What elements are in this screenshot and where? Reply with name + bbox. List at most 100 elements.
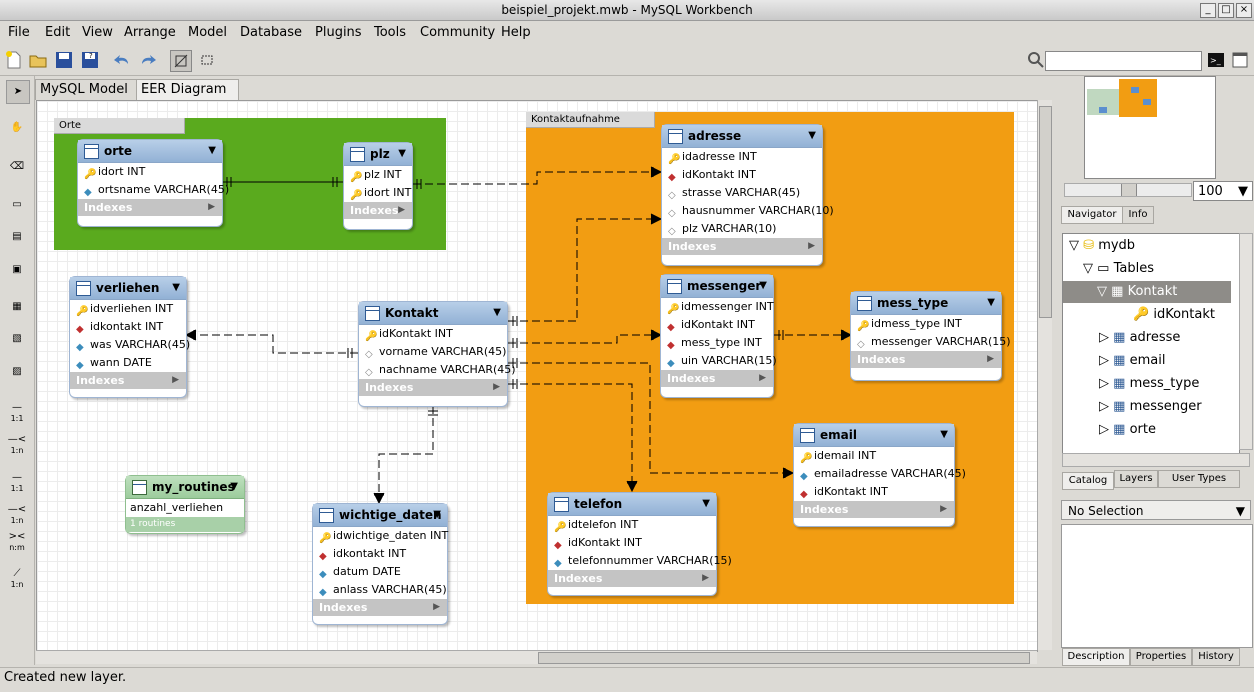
horizontal-scrollbar[interactable] [36,650,1037,664]
tree-node-adresse[interactable]: ▷ ▦ adresse [1099,330,1181,345]
table-email[interactable]: email▼ 🔑idemail INT ◆emailadresse VARCHA… [793,423,966,527]
column-row[interactable]: 🔑idwichtige_daten INT [313,527,448,545]
table-header[interactable]: verliehen▼ [70,277,186,300]
column-row[interactable]: ◆uin VARCHAR(15) [661,352,777,370]
column-row[interactable]: 🔑plz INT [344,166,412,184]
maximize-button[interactable]: □ [1218,3,1234,18]
tab-navigator[interactable]: Navigator [1061,206,1123,224]
column-row[interactable]: ◆wann DATE [70,354,186,372]
tree-node-mess-type[interactable]: ▷ ▦ mess_type [1099,376,1200,391]
column-row[interactable]: ◆mess_type INT [661,334,773,352]
tree-horizontal-scrollbar[interactable] [1062,453,1250,467]
output-panel-icon[interactable] [1230,50,1250,70]
indexes-section[interactable]: Indexes▶ [344,202,412,219]
menu-file[interactable]: File [8,25,30,40]
tab-user-types[interactable]: User Types [1158,470,1240,488]
diagram-canvas[interactable]: Orte Kontaktaufnahme [36,100,1038,652]
column-row[interactable]: ◆idKontakt INT [548,534,716,552]
table-header[interactable]: plz▼ [344,143,412,166]
menu-help[interactable]: Help [501,25,531,40]
redo-icon[interactable] [138,50,158,70]
column-row[interactable]: 🔑idemail INT [794,447,954,465]
column-row[interactable]: ◆idkontakt INT [70,318,186,336]
save-icon[interactable] [54,50,74,70]
column-row[interactable]: 🔑idmessenger INT [661,298,774,316]
open-folder-icon[interactable] [28,50,48,70]
column-row[interactable]: ◆idKontakt INT [661,316,773,334]
routine-group-my-routines[interactable]: my_routines▼ anzahl_verliehen 1 routines [125,475,245,534]
table-header[interactable]: adresse▼ [662,125,822,148]
collapse-arrow-icon[interactable]: ▼ [230,481,238,492]
note-tool-icon[interactable]: ▤ [12,231,22,242]
tab-mysql-model[interactable]: MySQL Model × [35,79,141,117]
align-grid-icon[interactable] [197,50,217,70]
collapse-arrow-icon[interactable]: ▼ [987,297,995,308]
view-tool-icon[interactable]: ▧ [12,333,22,344]
tab-description[interactable]: Description [1062,648,1130,666]
zoom-select[interactable]: 100▼ [1193,181,1253,201]
zoom-slider[interactable] [1064,183,1192,197]
expand-triangle-icon[interactable]: ▷ [1099,353,1109,368]
column-row[interactable]: 🔑idverliehen INT [70,300,186,318]
expand-arrow-icon[interactable]: ▶ [808,241,815,251]
vertical-scrollbar[interactable] [1037,100,1052,650]
column-row[interactable]: ◇plz VARCHAR(10) [662,220,822,238]
expand-arrow-icon[interactable]: ▶ [493,382,500,392]
indexes-section[interactable]: Indexes▶ [313,599,447,616]
image-tool-icon[interactable]: ▣ [12,264,22,275]
column-row[interactable]: ◇messenger VARCHAR(15) [851,333,1011,351]
expand-triangle-icon[interactable]: ▽ [1069,238,1079,253]
routine-group-tool-icon[interactable]: ▨ [12,366,22,377]
expand-arrow-icon[interactable]: ▶ [172,375,179,385]
expand-triangle-icon[interactable]: ▷ [1099,399,1109,414]
column-row[interactable]: ◆was VARCHAR(45) [70,336,190,354]
tree-vertical-scrollbar[interactable] [1239,233,1253,450]
tree-node-messenger[interactable]: ▷ ▦ messenger [1099,399,1202,414]
collapse-arrow-icon[interactable]: ▼ [172,282,180,293]
column-row[interactable]: ◆datum DATE [313,563,447,581]
collapse-arrow-icon[interactable]: ▼ [493,307,501,318]
expand-arrow-icon[interactable]: ▶ [702,573,709,583]
new-file-icon[interactable] [4,50,24,70]
expand-arrow-icon[interactable]: ▶ [433,602,440,612]
toggle-grid-icon[interactable] [170,50,192,72]
relationship-1-n-nonid-icon[interactable]: —<1:n [7,504,27,525]
column-row[interactable]: 🔑idKontakt INT [359,325,507,343]
column-row[interactable]: ◆ortsname VARCHAR(45) [78,181,229,199]
indexes-section[interactable]: Indexes▶ [70,372,186,389]
column-row[interactable]: 🔑idort INT [344,184,412,202]
expand-triangle-icon[interactable]: ▽ [1097,284,1107,299]
collapse-arrow-icon[interactable]: ▼ [208,145,216,156]
scroll-thumb[interactable] [1039,106,1052,318]
expand-arrow-icon[interactable]: ▶ [759,373,766,383]
table-header[interactable]: Kontakt▼ [359,302,507,325]
expand-arrow-icon[interactable]: ▶ [208,202,215,212]
column-row[interactable]: 🔑idadresse INT [662,148,822,166]
column-row[interactable]: 🔑idmess_type INT [851,315,1001,333]
table-adresse[interactable]: adresse▼ 🔑idadresse INT ◆idKontakt INT ◇… [661,124,834,266]
menu-plugins[interactable]: Plugins [315,25,362,40]
save-as-icon[interactable]: ? [80,50,100,70]
indexes-section[interactable]: Indexes▶ [851,351,1001,368]
table-kontakt[interactable]: Kontakt▼ 🔑idKontakt INT ◇vorname VARCHAR… [358,301,516,407]
indexes-section[interactable]: Indexes▶ [78,199,222,216]
expand-triangle-icon[interactable]: ▷ [1099,330,1109,345]
tab-info[interactable]: Info [1122,206,1154,224]
expand-triangle-icon[interactable]: ▷ [1099,376,1109,391]
tree-node-idkontakt[interactable]: 🔑 idKontakt [1133,307,1215,322]
relationship-1-1-icon[interactable]: —1:1 [10,402,24,423]
collapse-arrow-icon[interactable]: ▼ [759,280,767,291]
column-row[interactable]: ◆idkontakt INT [313,545,447,563]
collapse-arrow-icon[interactable]: ▼ [702,498,710,509]
catalog-tree[interactable]: ▽ ⛁ mydb ▽ ▭ Tables ▽ ▦ Kontakt 🔑 idKont… [1062,233,1240,455]
eraser-tool-icon[interactable]: ⌫ [9,161,25,172]
tab-properties[interactable]: Properties [1130,648,1192,666]
search-input[interactable] [1045,51,1202,71]
indexes-section[interactable]: Indexes▶ [662,238,822,255]
table-plz[interactable]: plz▼ 🔑plz INT 🔑idort INT Indexes▶ [343,142,413,230]
table-header[interactable]: messenger▼ [661,275,773,298]
indexes-section[interactable]: Indexes▶ [661,370,773,387]
column-row[interactable]: ◇nachname VARCHAR(45) [359,361,516,379]
tree-node-mydb[interactable]: ▽ ⛁ mydb [1069,238,1136,253]
menu-community[interactable]: Community [420,25,496,40]
